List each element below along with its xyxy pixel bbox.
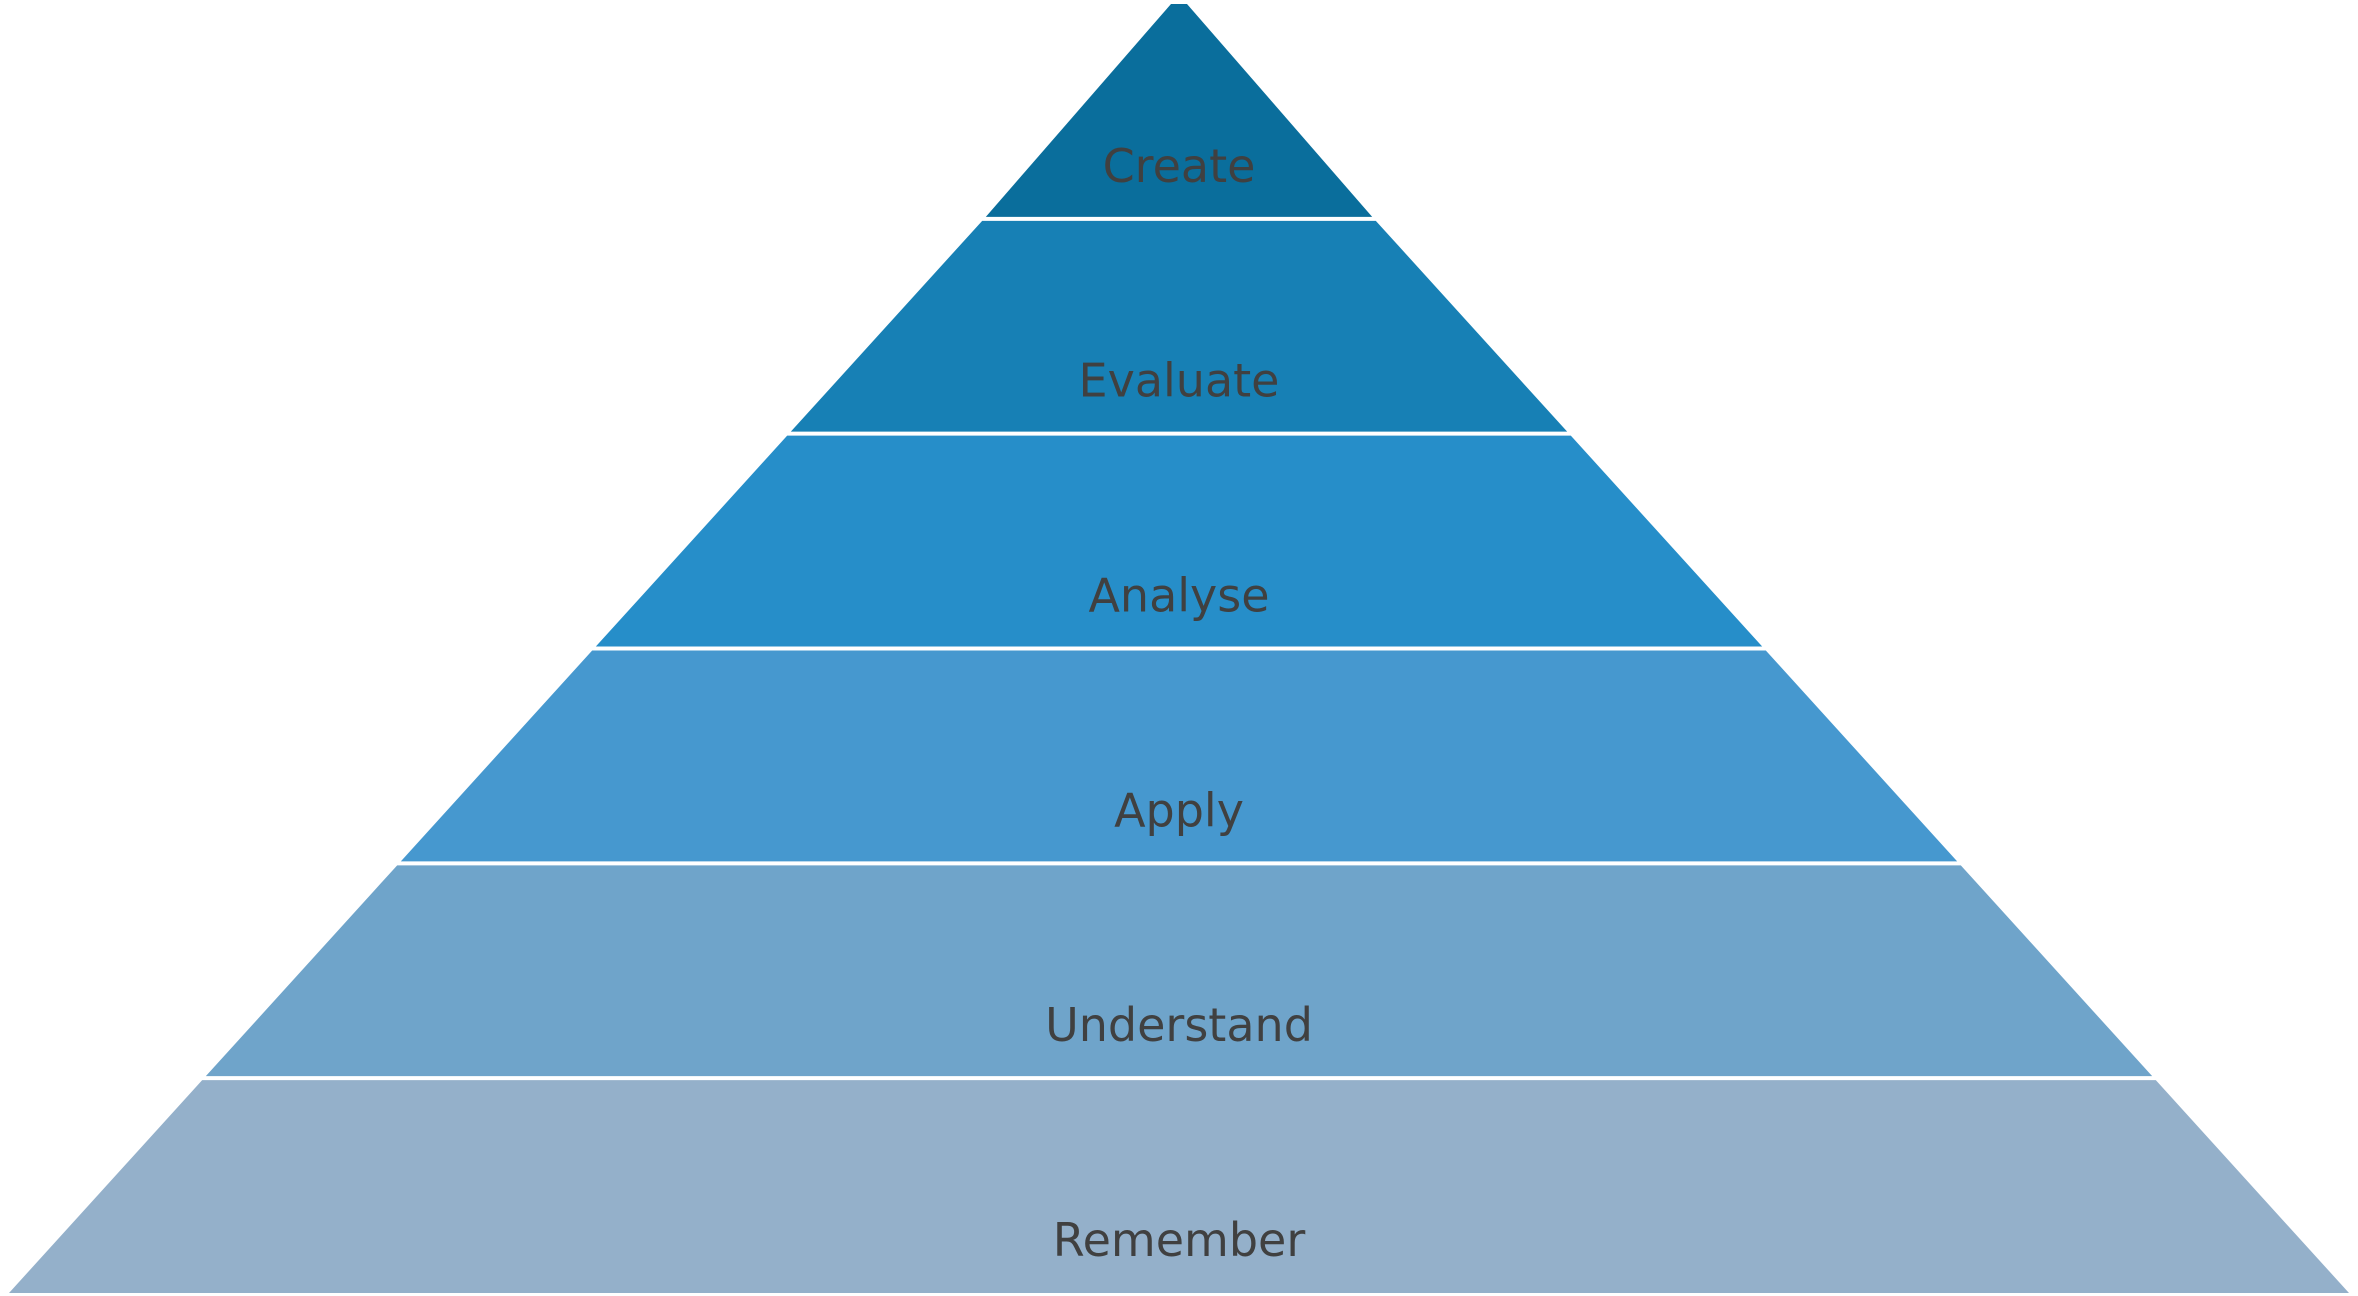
- tier-create-label: Create: [1103, 139, 1256, 193]
- tier-evaluate: [790, 220, 1568, 432]
- tier-analyse: [595, 435, 1763, 647]
- tier-analyse-label: Analyse: [1088, 569, 1269, 623]
- tier-evaluate-label: Evaluate: [1079, 354, 1280, 408]
- tier-apply: [400, 650, 1958, 862]
- tier-understand: [205, 865, 2153, 1077]
- tier-apply-label: Apply: [1114, 783, 1244, 837]
- tier-understand-label: Understand: [1045, 998, 1313, 1052]
- tier-remember-label: Remember: [1053, 1213, 1306, 1267]
- tier-create: [985, 4, 1373, 217]
- tier-remember: [9, 1080, 2349, 1293]
